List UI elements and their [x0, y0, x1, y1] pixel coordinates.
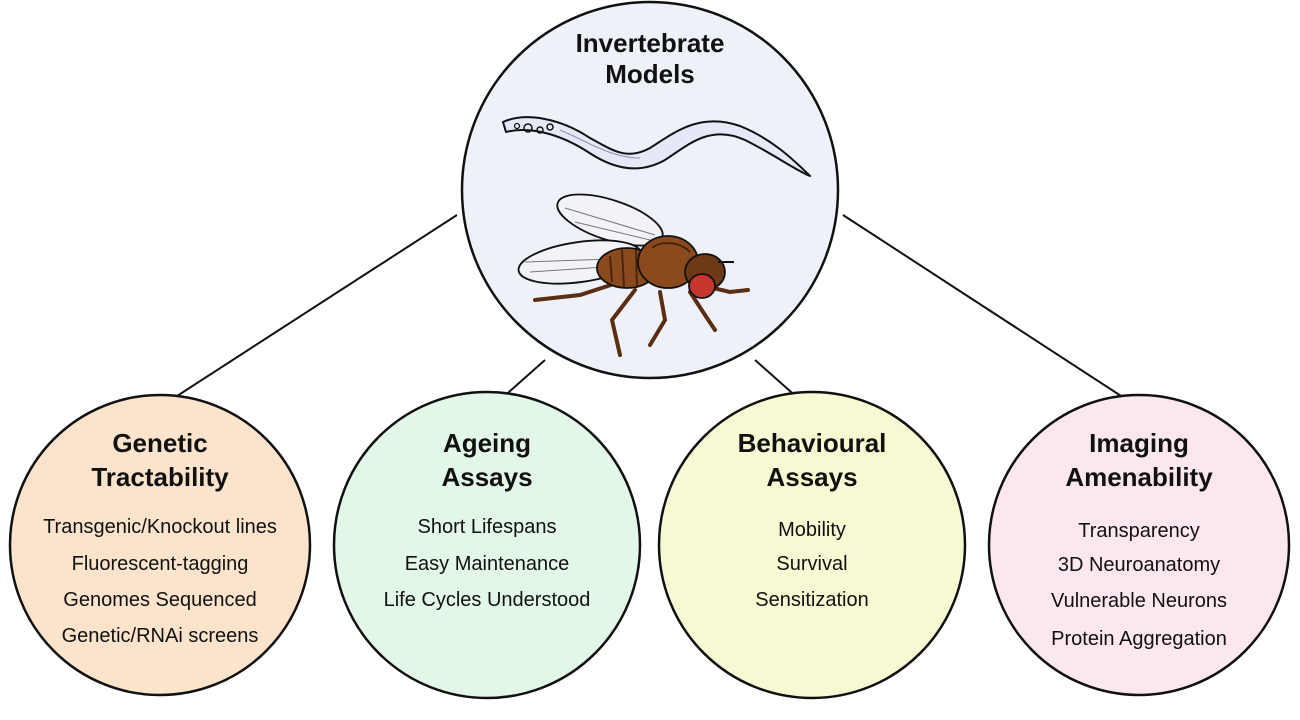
node-item: Protein Aggregation — [1051, 628, 1227, 650]
node-title-line2: Tractability — [91, 462, 229, 492]
node-circle — [8, 393, 312, 697]
node-item: Survival — [776, 553, 847, 575]
node-behavioural-assays: Behavioural Assays Mobility Survival Sen… — [657, 390, 967, 700]
node-title-line2: Assays — [441, 462, 532, 492]
center-node: Invertebrate Models — [460, 0, 840, 380]
worm-icon — [502, 116, 811, 177]
node-item: Transparency — [1078, 520, 1200, 542]
node-ageing-assays: Ageing Assays Short Lifespans Easy Maint… — [332, 390, 642, 700]
node-title-line2: Assays — [766, 462, 857, 492]
connectors — [159, 214, 1139, 408]
node-circle — [332, 390, 642, 700]
node-item: Easy Maintenance — [405, 553, 570, 575]
node-title-line1: Behavioural — [738, 428, 887, 458]
center-title-line2: Models — [605, 59, 695, 89]
node-title-line1: Ageing — [443, 428, 531, 458]
node-genetic-tractability: Genetic Tractability Transgenic/Knockout… — [8, 393, 312, 697]
node-item: Life Cycles Understood — [384, 589, 591, 611]
fly-icon — [517, 193, 750, 357]
node-item: Mobility — [778, 519, 846, 541]
connector-imaging — [842, 214, 1139, 408]
node-title-line1: Genetic — [112, 428, 207, 458]
node-circle — [987, 393, 1291, 697]
node-item: Vulnerable Neurons — [1051, 590, 1227, 612]
node-item: Fluorescent-tagging — [72, 553, 249, 575]
node-item: Transgenic/Knockout lines — [43, 516, 277, 538]
node-imaging-amenability: Imaging Amenability Transparency 3D Neur… — [987, 393, 1291, 697]
node-title-line2: Amenability — [1065, 462, 1213, 492]
node-item: Genomes Sequenced — [63, 589, 256, 611]
node-title-line1: Imaging — [1089, 428, 1189, 458]
center-title-line1: Invertebrate — [576, 28, 725, 58]
node-item: Short Lifespans — [418, 516, 557, 538]
node-item: 3D Neuroanatomy — [1058, 554, 1220, 576]
node-circle — [657, 390, 967, 700]
connector-genetic — [159, 214, 458, 408]
node-item: Sensitization — [755, 589, 868, 611]
node-item: Genetic/RNAi screens — [62, 625, 259, 647]
